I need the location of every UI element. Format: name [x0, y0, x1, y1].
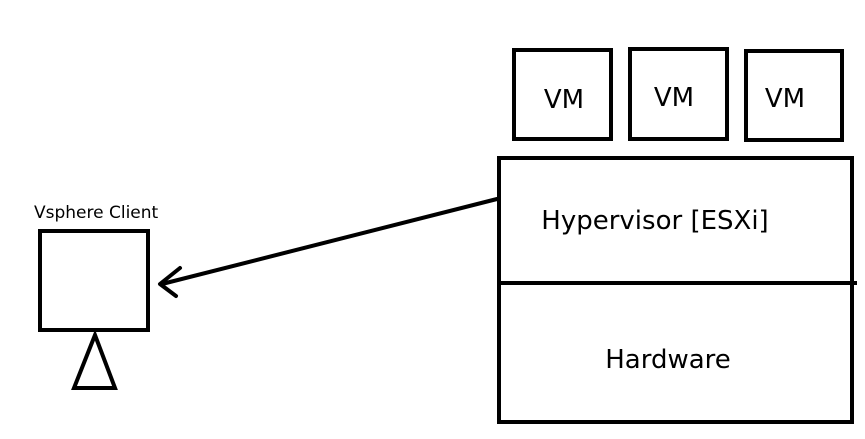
host-outer-box: [497, 156, 854, 424]
hardware-label: Hardware: [605, 345, 731, 375]
host-stack: Hypervisor [ESXi] Hardware: [497, 156, 857, 424]
vm-box: [628, 47, 729, 141]
vm-label: VM: [765, 84, 805, 114]
vm-box: [512, 48, 613, 141]
arrow-line: [160, 197, 499, 286]
client-stand-triangle: [71, 329, 118, 390]
hypervisor-label: Hypervisor [ESXi]: [541, 206, 768, 236]
arrowhead-icon: [158, 266, 182, 298]
vsphere-client-label: Vsphere Client: [34, 203, 159, 223]
vm-label: VM: [654, 83, 694, 113]
vm-group: VM VM VM: [512, 47, 844, 142]
client-monitor-box: [38, 229, 150, 332]
vsphere-client: Vsphere Client: [34, 203, 159, 390]
vm-box: [744, 49, 844, 142]
connection-arrow: [158, 197, 499, 298]
vm-label: VM: [544, 85, 584, 115]
